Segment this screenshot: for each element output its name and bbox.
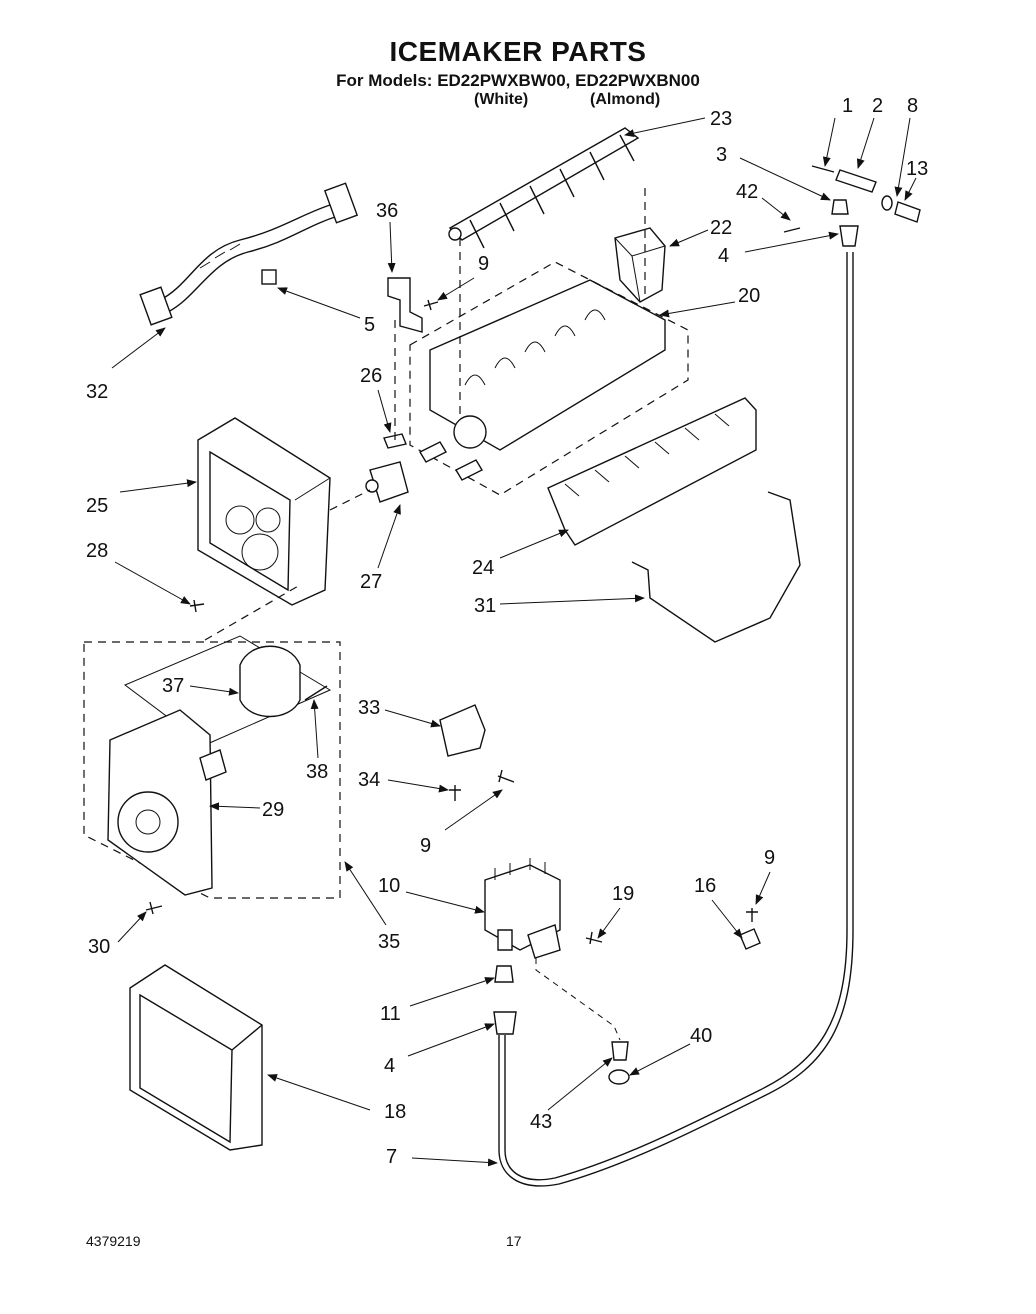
bin-cover-drawing bbox=[614, 227, 666, 303]
callout-33: 33 bbox=[358, 697, 380, 719]
document-number: 4379219 bbox=[86, 1233, 141, 1249]
icemaker-frame-drawing bbox=[409, 261, 689, 496]
water-valve-drawing bbox=[484, 858, 561, 959]
water-tube-drawing bbox=[498, 252, 854, 1187]
coupler-drawing bbox=[365, 433, 409, 503]
callout-1: 1 bbox=[842, 95, 853, 117]
bracket-33-34-drawing bbox=[439, 704, 486, 801]
callout-26: 26 bbox=[360, 365, 382, 387]
callout-19: 19 bbox=[612, 883, 634, 905]
module-housing-drawing bbox=[197, 417, 331, 606]
mold-heater-drawing bbox=[448, 127, 640, 249]
page-number: 17 bbox=[506, 1233, 522, 1249]
callout-37: 37 bbox=[162, 675, 184, 697]
callout-27: 27 bbox=[360, 571, 382, 593]
module-screw-drawing bbox=[189, 599, 205, 613]
callout-40: 40 bbox=[690, 1025, 712, 1047]
leader-lines bbox=[111, 117, 917, 1167]
callout-4-top: 4 bbox=[718, 245, 729, 267]
callout-31: 31 bbox=[474, 595, 496, 617]
fill-tube-parts-drawing bbox=[783, 165, 921, 247]
callout-32: 32 bbox=[86, 381, 108, 403]
callout-42: 42 bbox=[736, 181, 758, 203]
callout-18: 18 bbox=[384, 1101, 406, 1123]
callout-9-top: 9 bbox=[478, 253, 489, 275]
shutoff-arm-drawing bbox=[631, 491, 801, 643]
callout-3: 3 bbox=[716, 144, 727, 166]
callout-4-bottom: 4 bbox=[384, 1055, 395, 1077]
callout-labels: 1 2 8 23 3 13 42 22 36 9 4 5 20 32 26 25… bbox=[86, 95, 928, 1168]
callout-35: 35 bbox=[378, 931, 400, 953]
callout-30: 30 bbox=[88, 936, 110, 958]
motor-assembly-group-drawing bbox=[83, 635, 341, 899]
callout-13: 13 bbox=[906, 158, 928, 180]
callout-25: 25 bbox=[86, 495, 108, 517]
callout-43: 43 bbox=[530, 1111, 552, 1133]
callout-34: 34 bbox=[358, 769, 380, 791]
screw-drawings bbox=[423, 299, 758, 922]
clip-drawing bbox=[261, 269, 277, 285]
callout-7: 7 bbox=[386, 1146, 397, 1168]
callout-16: 16 bbox=[694, 875, 716, 897]
callout-22: 22 bbox=[710, 217, 732, 239]
callout-9-right: 9 bbox=[764, 847, 775, 869]
variant-almond-label: (Almond) bbox=[590, 91, 661, 108]
callout-10: 10 bbox=[378, 875, 400, 897]
wire-harness-drawing bbox=[139, 182, 359, 326]
ice-bin-drawing bbox=[129, 964, 263, 1151]
variant-white-label: (White) bbox=[474, 91, 529, 108]
callout-20: 20 bbox=[738, 285, 760, 307]
callout-28: 28 bbox=[86, 540, 108, 562]
bracket-drawing bbox=[387, 277, 423, 333]
alignment-lines bbox=[204, 188, 646, 641]
callout-11: 11 bbox=[380, 1003, 401, 1025]
callout-24: 24 bbox=[472, 557, 494, 579]
clamp-drawing bbox=[739, 928, 761, 950]
plate-screw-drawing bbox=[145, 901, 163, 915]
callout-38: 38 bbox=[306, 761, 328, 783]
valve-screw-drawing bbox=[585, 931, 603, 945]
callout-23: 23 bbox=[710, 108, 732, 130]
page-title: ICEMAKER PARTS bbox=[389, 36, 647, 67]
callout-29: 29 bbox=[262, 799, 284, 821]
callout-9-mid: 9 bbox=[420, 835, 431, 857]
stripper-drawing bbox=[547, 397, 757, 546]
fittings-drawing bbox=[493, 958, 630, 1085]
callout-5: 5 bbox=[364, 314, 375, 336]
callout-2: 2 bbox=[872, 95, 883, 117]
callout-8: 8 bbox=[907, 95, 918, 117]
model-list: For Models: ED22PWXBW00, ED22PWXBN00 bbox=[336, 71, 700, 90]
callout-36: 36 bbox=[376, 200, 398, 222]
